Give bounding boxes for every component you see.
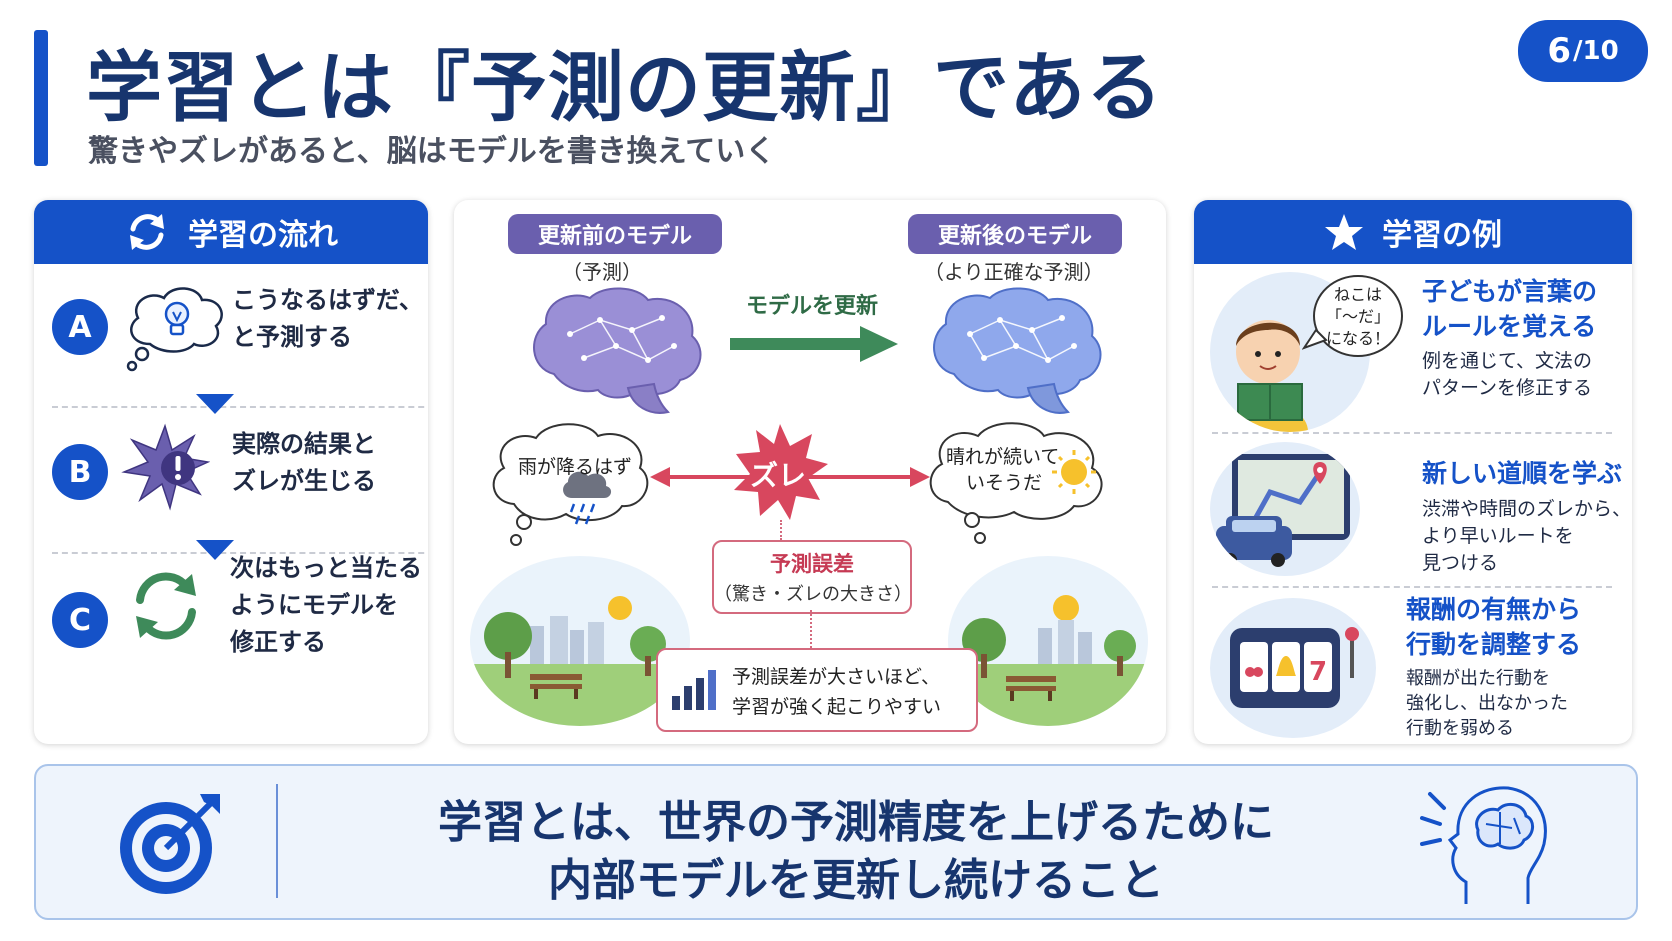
before-model-caption: （予測） [562, 260, 642, 284]
example-2-desc: 渋滞や時間のズレから、 より早いルートを 見つける [1422, 496, 1631, 577]
step-b-text: 実際の結果と ズレが生じる [232, 426, 376, 500]
navigation-illustration [1210, 442, 1360, 576]
note-line-1: 予測誤差が大さいほど、 [732, 666, 941, 688]
thought-lightbulb-icon [126, 287, 223, 372]
example-2-title: 新しい道順を学ぶ [1422, 456, 1622, 491]
example-3-title: 報酬の有無から 行動を調整する [1406, 592, 1581, 662]
summary-banner: 学習とは、世界の予測精度を上げるために 内部モデルを更新し続けること [34, 764, 1638, 920]
page-subtitle: 驚きやズレがあると、脳はモデルを書き換えていく [88, 134, 776, 169]
step-c-text: 次はもっと当たる ようにモデルを 修正する [230, 550, 422, 661]
prediction-error-note: 予測誤差が大さいほど、 学習が強く起こりやすい [656, 648, 978, 732]
connector-dotted [780, 520, 782, 540]
bar-chart-icon [672, 670, 716, 710]
divider [1212, 586, 1612, 588]
example-3-desc-line-3: 行動を弱める [1406, 718, 1514, 739]
cycle-arrows-icon [136, 572, 196, 640]
step-a-badge: A [52, 299, 108, 355]
divider [1212, 432, 1612, 434]
prediction-error-box: 予測誤差 （驚き・ズレの大きさ） [712, 540, 912, 614]
example-2-desc-line-2: より早いルートを [1422, 525, 1574, 547]
divider [52, 406, 428, 408]
page-title: 学習とは『予測の更新』である [86, 43, 1164, 132]
brain-after-icon [933, 287, 1102, 414]
right-thought-line-2: いそうだ [966, 472, 1043, 494]
burst-exclamation-icon [121, 423, 210, 511]
example-3-title-line-1: 報酬の有無から [1406, 595, 1582, 624]
brain-before-icon [533, 287, 702, 414]
arrow-down-icon [196, 540, 234, 560]
update-model-label: モデルを更新 [746, 294, 879, 319]
example-1-desc: 例を通じて、文法の パターンを修正する [1422, 348, 1592, 402]
right-thought-line-1: 晴れが続いて [946, 446, 1060, 468]
prediction-error-sub: （驚き・ズレの大きさ） [714, 584, 912, 605]
bubble-line-2: 「〜だ」 [1325, 307, 1390, 326]
step-a-line-1: こうなるはずだ、 [232, 286, 424, 314]
after-model-caption: （より正確な予測） [924, 260, 1104, 284]
example-3-desc-line-1: 報酬が出た行動を [1406, 668, 1550, 689]
example-1-title: 子どもが言葉の ルールを覚える [1422, 274, 1597, 344]
child-reading-illustration [1210, 272, 1370, 432]
summary-divider [276, 784, 278, 898]
connector-dotted [810, 610, 812, 648]
learning-examples-panel: 学習の例 ねこは 「〜だ」 になる！ 子どもが言葉の ルールを覚える 例を通じて… [1194, 200, 1632, 744]
park-scene-right [948, 556, 1148, 726]
learning-flow-panel: 学習の流れ A こうなるはずだ、 と予測する B 実際の結果と ズレが生じる C… [34, 200, 428, 744]
page-current: 6 [1547, 31, 1571, 71]
summary-line-1: 学習とは、世界の予測精度を上げるために [438, 797, 1274, 848]
summary-line-2: 内部モデルを更新し続けること [548, 855, 1164, 906]
learning-flow-header: 学習の流れ [34, 200, 428, 264]
bubble-line-3: になる！ [1325, 329, 1390, 348]
thought-bubble-right [929, 422, 1103, 544]
example-3-desc: 報酬が出た行動を 強化し、出なかった 行動を弱める [1406, 666, 1568, 741]
svg-text:7: 7 [1309, 657, 1327, 687]
gap-burst-icon [734, 424, 828, 520]
step-b-badge: B [52, 444, 108, 500]
example-2-desc-line-1: 渋滞や時間のズレから、 [1422, 498, 1632, 520]
example-2-title-line-1: 新しい道順を学ぶ [1422, 459, 1623, 488]
speech-bubble-text: ねこは 「〜だ」 になる！ [1320, 284, 1396, 350]
step-c-line-3: 修正する [230, 628, 326, 656]
star-icon [1325, 214, 1363, 250]
before-model-label: 更新前のモデル [508, 214, 722, 254]
page-total: /10 [1572, 36, 1619, 66]
divider [52, 552, 428, 554]
step-a-text: こうなるはずだ、 と予測する [232, 282, 423, 356]
learning-examples-title: 学習の例 [1382, 218, 1502, 253]
arrow-down-icon [196, 394, 234, 414]
prediction-error-title: 予測誤差 [770, 552, 854, 576]
step-c-line-2: ようにモデルを [230, 591, 398, 619]
arrow-right-icon [730, 326, 898, 362]
example-3-title-line-2: 行動を調整する [1406, 630, 1582, 659]
speech-bubble [1302, 275, 1403, 357]
learning-examples-header: 学習の例 [1194, 200, 1632, 264]
example-1-title-line-1: 子どもが言葉の [1422, 277, 1598, 306]
step-b-line-2: ズレが生じる [232, 467, 376, 495]
prediction-update-panel: 更新前のモデル （予測） 更新後のモデル （より正確な予測） モデルを更新 雨 [454, 200, 1166, 744]
step-a-line-2: と予測する [232, 323, 352, 351]
gap-label: ズレ [750, 459, 807, 492]
left-thought-text: 雨が降るはず [518, 456, 633, 478]
target-icon [120, 794, 220, 894]
slot-machine-illustration: 7 [1210, 598, 1376, 738]
step-c-line-1: 次はもっと当たる [230, 554, 422, 582]
learning-flow-title: 学習の流れ [188, 218, 338, 253]
example-1-desc-line-2: パターンを修正する [1422, 377, 1593, 399]
step-c-badge: C [52, 592, 108, 648]
thought-bubble-left [492, 423, 649, 546]
refresh-icon [130, 214, 164, 250]
right-thought-text: 晴れが続いて いそうだ [946, 444, 1059, 496]
note-line-2: 学習が強く起こりやすい [732, 696, 942, 718]
head-brain-icon [1420, 786, 1547, 904]
title-accent-bar [34, 30, 48, 166]
example-1-desc-line-1: 例を通じて、文法の [1422, 350, 1593, 372]
example-1-title-line-2: ルールを覚える [1422, 312, 1597, 341]
step-b-line-1: 実際の結果と [232, 430, 376, 458]
after-model-label: 更新後のモデル [908, 214, 1122, 254]
page-number-badge: 6 /10 [1518, 20, 1648, 82]
example-2-desc-line-3: 見つける [1422, 552, 1499, 574]
example-3-desc-line-2: 強化し、出なかった [1406, 693, 1568, 714]
bubble-line-1: ねこは [1333, 285, 1382, 304]
